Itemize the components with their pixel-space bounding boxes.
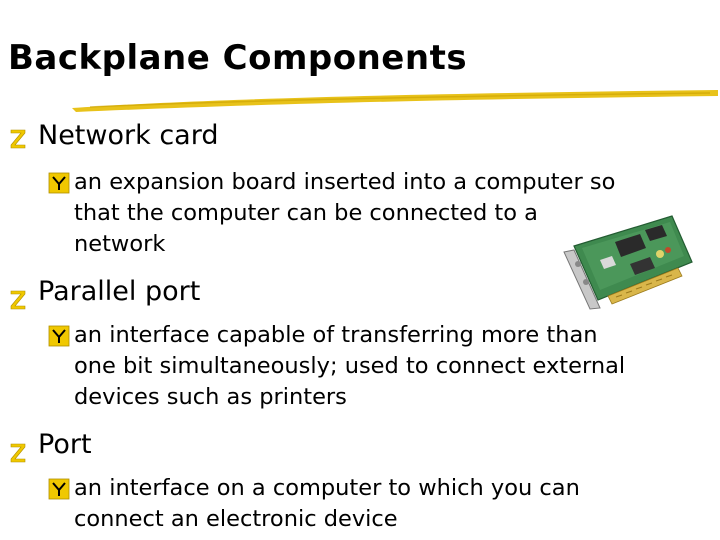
section-body-parallel-port: an interface capable of transferring mor…	[74, 320, 625, 413]
section-body-network-card: an expansion board inserted into a compu…	[74, 167, 615, 260]
z-bullet-icon	[10, 129, 26, 149]
y-box-bullet-icon	[48, 325, 70, 347]
body-line: that the computer can be connected to a	[74, 200, 538, 226]
body-line: devices such as printers	[74, 384, 347, 410]
body-line: an interface capable of transferring mor…	[74, 322, 598, 348]
section-heading-parallel-port: Parallel port	[38, 276, 201, 307]
y-box-bullet-icon	[48, 478, 70, 500]
section-body-port: an interface on a computer to which you …	[74, 473, 580, 535]
section-heading-port: Port	[38, 429, 92, 460]
body-line: network	[74, 231, 166, 257]
body-line: one bit simultaneously; used to connect …	[74, 353, 626, 379]
title-underline-brush	[72, 90, 718, 112]
slide-title: Backplane Components	[8, 38, 468, 78]
network-card-image	[563, 215, 693, 310]
body-line: an interface on a computer to which you …	[74, 475, 580, 501]
z-bullet-icon	[10, 290, 26, 310]
z-bullet-icon	[10, 443, 26, 463]
section-heading-network-card: Network card	[38, 120, 219, 151]
body-line: an expansion board inserted into a compu…	[74, 169, 616, 195]
body-line: connect an electronic device	[74, 506, 398, 532]
y-box-bullet-icon	[48, 172, 70, 194]
